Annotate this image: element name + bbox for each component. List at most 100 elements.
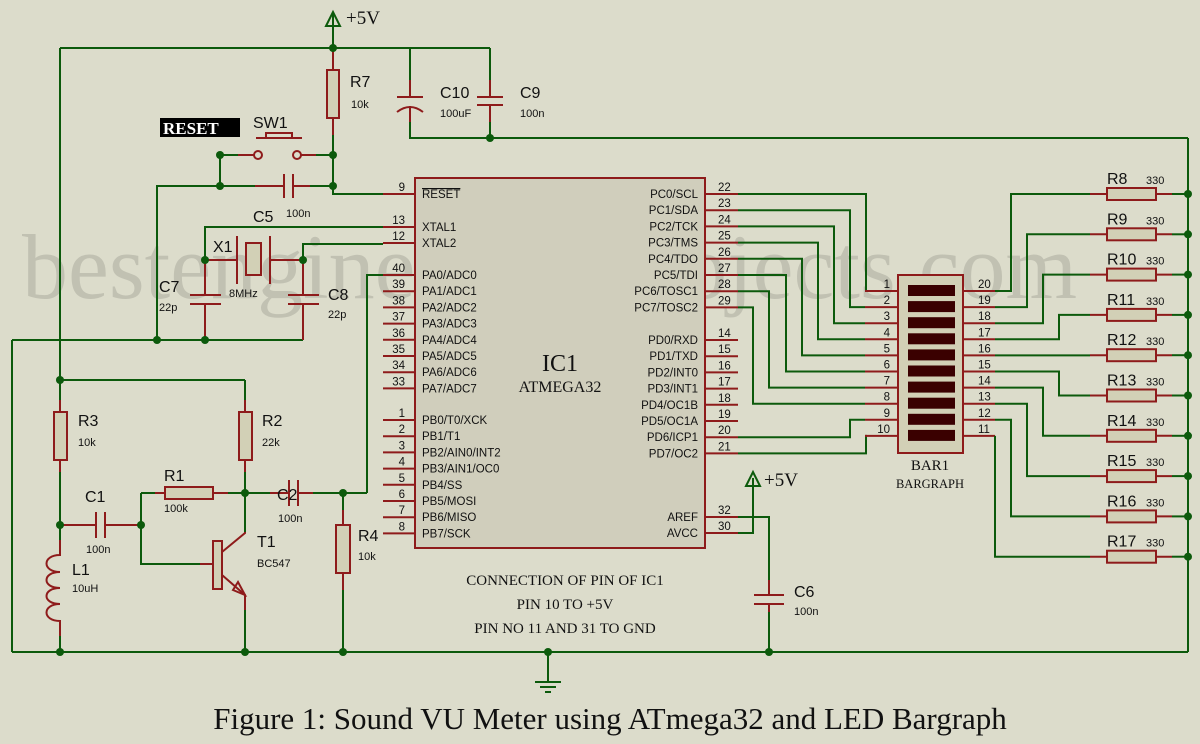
junction-dot [216, 182, 224, 190]
ic-pin-number: 33 [392, 376, 405, 388]
resistor-r17 [1090, 549, 1188, 564]
led-segment [908, 333, 955, 345]
led-resistor-value: 330 [1146, 417, 1164, 429]
c1-value: 100n [86, 544, 110, 556]
c5-ref: C5 [253, 209, 274, 226]
junction-dot [765, 648, 773, 656]
ic-pin-name: PC5/TDI [654, 270, 698, 282]
ic-pin-name: PB3/AIN1/OC0 [422, 464, 499, 476]
bargraph-pin-number: 7 [884, 376, 890, 388]
amp-wires [12, 274, 1188, 653]
led-wire [995, 313, 1090, 341]
ic-pin-number: 35 [392, 344, 405, 356]
ic-pin-number: 14 [718, 328, 731, 340]
ic-pin-name: PB6/MISO [422, 512, 476, 524]
junction-dot [1184, 230, 1192, 239]
junction-dot [1184, 351, 1192, 360]
led-wire [995, 386, 1090, 437]
capacitor-c6 [754, 580, 784, 612]
bargraph-pin-number: 15 [978, 360, 991, 372]
resistor-r12 [1090, 348, 1188, 363]
power-symbol-top [324, 9, 342, 48]
bargraph-ref: BAR1 [911, 458, 949, 474]
junction-dot [137, 521, 145, 529]
ic-pin-name: PD3/INT1 [648, 384, 699, 396]
led-resistor-ref: R15 [1107, 453, 1136, 470]
capacitor-c5 [255, 174, 310, 198]
reset-tag-bg [160, 118, 240, 137]
ic-pin-number: 6 [399, 489, 405, 501]
led-wire [995, 273, 1090, 325]
led-segment [908, 381, 955, 393]
led-segment [908, 397, 955, 409]
port-c-wire [738, 290, 865, 389]
junction-dot [1184, 310, 1192, 319]
junction-dot [56, 521, 64, 529]
aref-avcc-wires [738, 469, 770, 652]
ic-pin-number: 30 [718, 521, 731, 533]
ground-symbol [535, 652, 561, 693]
ic-pin-number: 24 [718, 214, 731, 226]
l1-value: 10uH [72, 583, 98, 595]
led-resistor-ref: R14 [1107, 413, 1136, 430]
ic-pin-number: 5 [399, 473, 405, 485]
ic-pin-name: AREF [667, 512, 698, 524]
bargraph-pin-number: 18 [978, 311, 991, 323]
r1-ref: R1 [164, 468, 185, 485]
ic-pin-number: 32 [718, 505, 731, 517]
bargraph-pin-number: 6 [884, 360, 890, 372]
c7-value: 22p [159, 302, 177, 314]
port-d-wire [738, 418, 865, 439]
note-line-1: CONNECTION OF PIN OF IC1 [466, 573, 664, 589]
power-label-right: +5V [764, 470, 798, 491]
ic-pin-name: PB5/MOSI [422, 496, 476, 508]
capacitor-c7 [190, 260, 221, 340]
led-wire [995, 418, 1090, 518]
junction-dot [216, 151, 224, 159]
c2-value: 100n [278, 513, 302, 525]
led-resistor-value: 330 [1146, 538, 1164, 550]
resistor-r10 [1090, 267, 1188, 282]
junction-dot [339, 648, 347, 656]
reset-switch-sw1[interactable] [219, 132, 333, 186]
ic-pin-number: 8 [399, 521, 405, 533]
r2-value: 22k [262, 437, 280, 449]
junction-dot [1184, 552, 1192, 561]
supply-wires [59, 47, 1189, 652]
led-segment [908, 285, 955, 296]
ic-pin-number: 36 [392, 328, 405, 340]
t1-ref: T1 [257, 534, 276, 551]
ic-pin-name: PB7/SCK [422, 528, 471, 540]
junctions [56, 44, 1192, 656]
ic-pin-number: 28 [718, 279, 731, 291]
port-c-wire [738, 241, 865, 341]
bargraph-pin-number: 12 [978, 408, 991, 420]
junction-dot [544, 648, 552, 656]
junction-dot [329, 44, 337, 52]
c7-ref: C7 [159, 279, 180, 296]
led-resistor-ref: R8 [1107, 171, 1128, 188]
ic-pin-name: PD7/OC2 [649, 448, 698, 460]
led-wire [995, 370, 1090, 397]
ic-pin-name: PD0/RXD [648, 335, 698, 347]
ic-pin-name: PD4/OC1B [641, 400, 698, 412]
ic-pin-number: 34 [392, 360, 405, 372]
ic-pin-name: PA2/ADC2 [422, 302, 477, 314]
ic-pin-name: PD6/ICP1 [647, 432, 698, 444]
inductor-l1 [45, 540, 61, 636]
led-segment [908, 349, 955, 361]
resistor-r2 [238, 400, 253, 472]
bargraph-pin-number: 2 [884, 295, 890, 307]
led-segment [908, 317, 955, 329]
l1-ref: L1 [72, 562, 90, 579]
ic-pin-number: 12 [392, 231, 405, 243]
bargraph-pin-number: 4 [884, 327, 891, 339]
junction-dot [56, 376, 64, 384]
bargraph-pin-number: 10 [877, 424, 890, 436]
bargraph-pin-number: 1 [884, 279, 890, 291]
junction-dot [329, 151, 337, 159]
c8-value: 22p [328, 309, 346, 321]
crystal-x1 [205, 236, 303, 284]
ic-pin-number: 3 [399, 440, 405, 452]
